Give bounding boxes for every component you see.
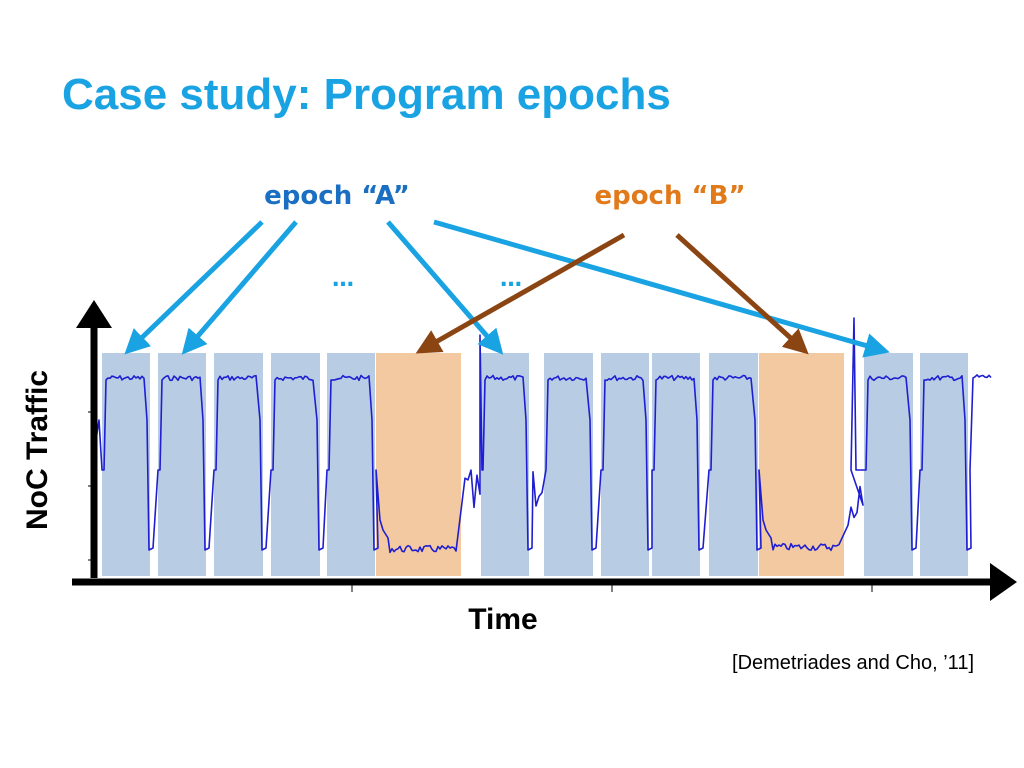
epoch-a-arrow-4 <box>433 219 890 358</box>
x-axis-label: Time <box>468 603 537 636</box>
epoch-a-region <box>601 353 649 576</box>
ellipsis-left: … <box>332 267 354 292</box>
epoch-a-arrow-2 <box>181 220 298 355</box>
epoch-a-region <box>102 353 150 576</box>
epoch-a-region <box>709 353 758 576</box>
epoch-a-region <box>652 353 700 576</box>
epoch-b-label: epoch “B” <box>594 181 745 211</box>
epoch-a-arrows <box>124 219 890 358</box>
citation: [Demetriades and Cho, ’11] <box>732 652 974 674</box>
epoch-b-region <box>376 353 461 576</box>
epoch-a-region <box>544 353 593 576</box>
epoch-b-arrows <box>415 232 809 355</box>
epoch-a-arrow-1 <box>124 220 264 355</box>
epoch-a-region <box>481 353 529 576</box>
ellipsis-right: … <box>500 267 522 292</box>
epoch-a-arrow-3 <box>386 220 504 355</box>
epoch-a-label: epoch “A” <box>264 181 410 211</box>
epoch-b-arrow-1 <box>415 232 626 354</box>
epoch-b-arrow-2 <box>675 233 809 355</box>
noc-traffic-trace <box>95 317 992 554</box>
epoch-a-region <box>920 353 968 576</box>
epoch-a-region <box>158 353 206 576</box>
y-axis-arrowhead <box>76 300 112 328</box>
slide-title: Case study: Program epochs <box>62 70 671 119</box>
axes <box>72 300 1017 601</box>
x-axis-arrowhead <box>990 563 1017 601</box>
epoch-a-region <box>271 353 320 576</box>
epoch-b-region <box>759 353 844 576</box>
epoch-a-region <box>214 353 263 576</box>
epoch-a-region <box>327 353 375 576</box>
epoch-regions <box>102 353 968 576</box>
epoch-a-region <box>864 353 913 576</box>
y-axis-label: NoC Traffic <box>21 370 54 530</box>
